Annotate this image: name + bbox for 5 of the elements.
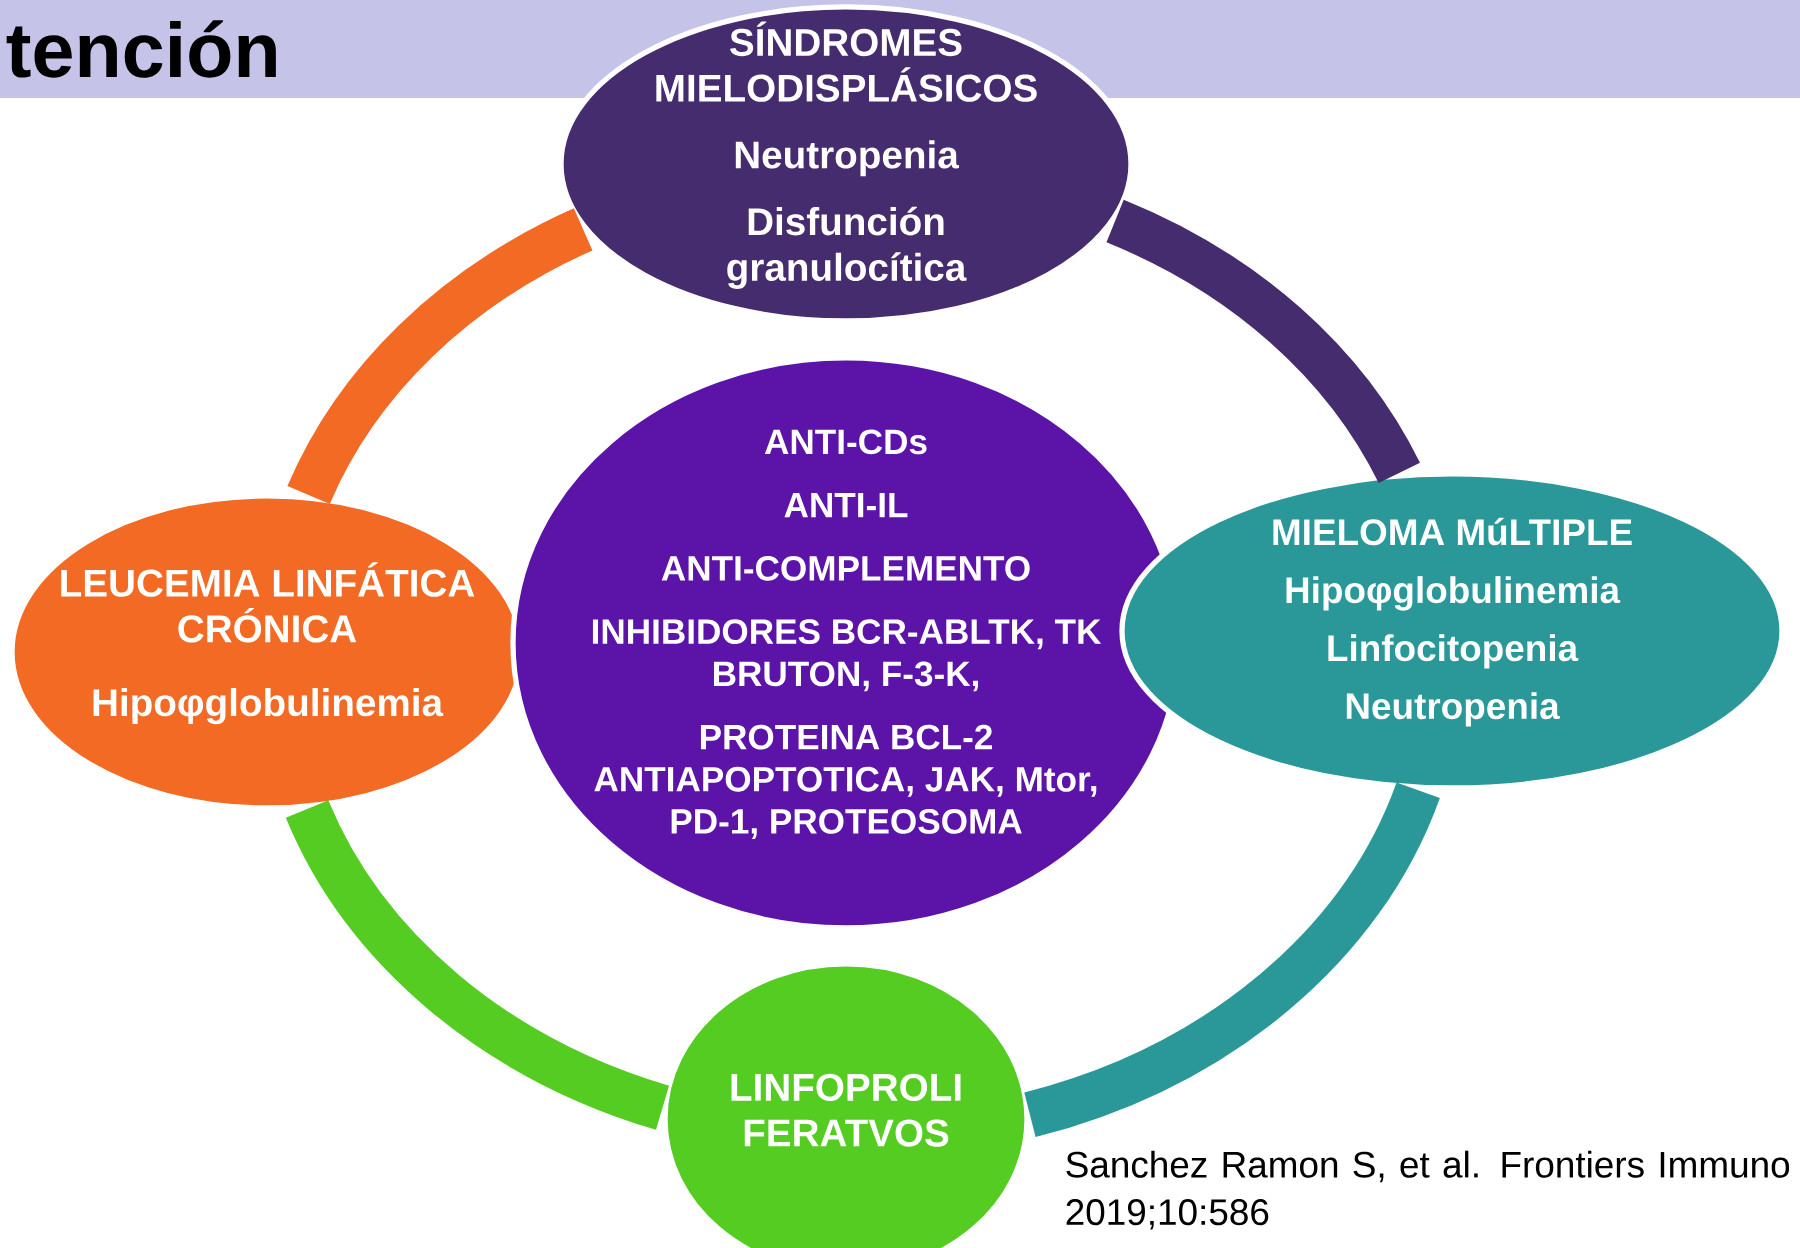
ring-arc <box>1023 781 1440 1137</box>
citation: Sanchez Ramon S, et al. Frontiers Immuno 2019;10:586 <box>1066 1150 1790 1230</box>
ring-arc <box>286 799 670 1130</box>
ring-arc <box>287 208 594 505</box>
ring-arc <box>1105 199 1420 484</box>
